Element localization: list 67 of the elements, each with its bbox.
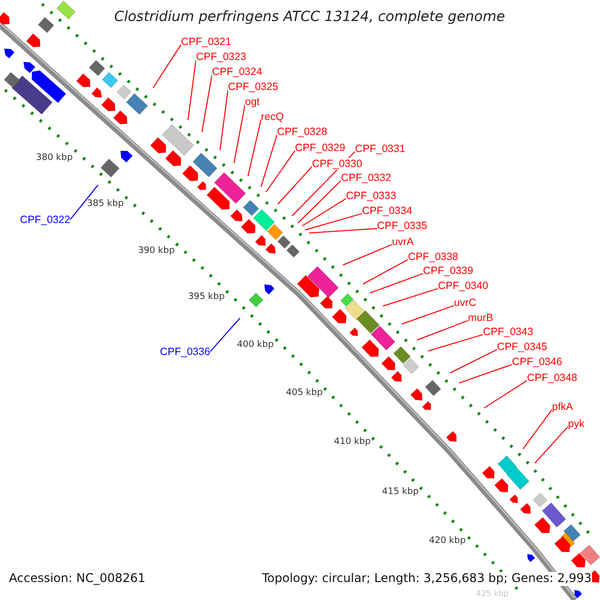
- leader-line: [220, 89, 228, 150]
- gene-label: CPF_0340: [438, 280, 488, 292]
- leader-line: [210, 318, 240, 352]
- leader-line: [362, 259, 408, 284]
- gene-label: ogt: [245, 96, 260, 108]
- gene-label: CPF_0336: [160, 346, 210, 358]
- leader-line: [266, 150, 296, 192]
- gene-label: uvrC: [454, 296, 476, 309]
- tick-label: 395 kbp: [188, 292, 225, 302]
- tick-label: 415 kbp: [382, 486, 419, 497]
- tick-label: 400 kbp: [237, 340, 274, 350]
- leader-line: [278, 166, 312, 204]
- gene-label: CPF_0334: [362, 204, 412, 217]
- leader-line: [298, 180, 342, 224]
- leader-line: [484, 380, 528, 408]
- footer-text: Accession: NC_008261: [9, 572, 146, 586]
- leader-line: [402, 305, 454, 324]
- gene-label: CPF_0343: [483, 326, 534, 338]
- gene-label: CPF_0345: [497, 340, 548, 353]
- gene-label: CPF_0331: [355, 142, 406, 155]
- leader-line: [450, 349, 498, 374]
- tick-label: 410 kbp: [334, 436, 371, 447]
- leader-line: [248, 119, 262, 176]
- leader-line: [202, 74, 212, 132]
- gene-label: CPF_0339: [423, 264, 474, 277]
- leader-line: [308, 228, 378, 234]
- leader-line: [304, 213, 362, 230]
- leader-line: [522, 409, 552, 450]
- gene-label: CPF_0338: [408, 250, 458, 263]
- gene-label: CPF_0333: [346, 190, 396, 202]
- tick-label: 420 kbp: [429, 536, 466, 546]
- tick-label: 390 kbp: [138, 246, 175, 256]
- gene-label: CPF_0325: [228, 80, 278, 93]
- leader-line: [70, 184, 98, 220]
- gene-label: CPF_0321: [181, 36, 232, 48]
- leader-line: [534, 426, 568, 464]
- tick-label: 385 kbp: [87, 198, 124, 209]
- leader-line: [416, 320, 468, 340]
- leader-line: [234, 104, 246, 164]
- leader-line: [152, 44, 182, 88]
- gene-label: pyk: [568, 418, 584, 430]
- leader-line: [382, 288, 438, 306]
- tick-label: 405 kbp: [286, 388, 323, 398]
- leader-line: [342, 244, 392, 266]
- leader-line: [458, 364, 512, 384]
- leader-line: [370, 273, 424, 294]
- gene-label: CPF_0330: [312, 158, 362, 170]
- leader-line: [260, 134, 278, 188]
- gene-label: pfkA: [552, 400, 574, 413]
- title: Clostridium perfringens ATCC 13124, complete genome: [113, 9, 505, 26]
- gene-label: CPF_0346: [512, 356, 562, 368]
- gene-label: CPF_0324: [212, 66, 262, 78]
- gene-label: CPF_0322: [20, 214, 70, 226]
- gene-label: recQ: [261, 110, 284, 123]
- gene-label: CPF_0329: [295, 142, 346, 154]
- leader-line: [428, 334, 484, 352]
- gene-label: CPF_0328: [277, 126, 328, 138]
- tick-label: 380 kbp: [36, 152, 73, 163]
- gene-label: CPF_0332: [341, 172, 392, 184]
- leader-line: [188, 59, 196, 120]
- gene-label: CPF_0335: [377, 220, 428, 232]
- gene-label: CPF_0323: [196, 50, 246, 63]
- gene-label: murB: [468, 312, 494, 324]
- gene-label: CPF_0348: [527, 372, 578, 384]
- leader-line: [302, 198, 346, 226]
- gene-label: uvrA: [392, 236, 414, 248]
- footer-text: Topology: circular; Length: 3,256,683 bp; Genes: 2,993: [262, 572, 592, 586]
